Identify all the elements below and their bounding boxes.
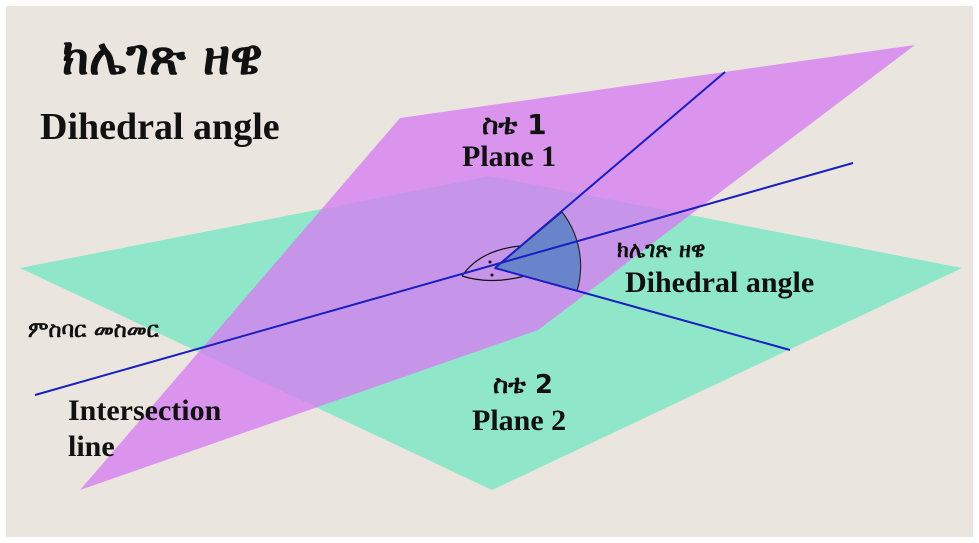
right-angle-dot — [490, 273, 494, 277]
vertex-arc — [461, 245, 526, 282]
intersection-line — [34, 162, 854, 396]
angle-label-amharic: ክሌገጽ ዘዌ — [617, 238, 706, 263]
title-amharic: ክሌገጽ ዘዌ — [62, 28, 263, 86]
intersection-label-amharic: ምስባር መስመር — [28, 318, 159, 343]
plane-1-english: Plane 1 — [462, 140, 557, 173]
plane-2-ray — [494, 267, 791, 351]
intersection-label-line2: line — [68, 430, 115, 463]
intersection-label-line1: Intersection — [68, 394, 222, 427]
title-english: Dihedral angle — [40, 106, 280, 148]
angle-label-english: Dihedral angle — [625, 266, 815, 299]
plane-1-ray — [494, 71, 726, 269]
plane-2-english: Plane 2 — [472, 404, 567, 437]
plane-1-amharic: ስቴ 1 — [482, 108, 547, 141]
right-angle-dot — [488, 260, 492, 264]
plane-2-amharic: ስቴ 2 — [493, 370, 553, 400]
